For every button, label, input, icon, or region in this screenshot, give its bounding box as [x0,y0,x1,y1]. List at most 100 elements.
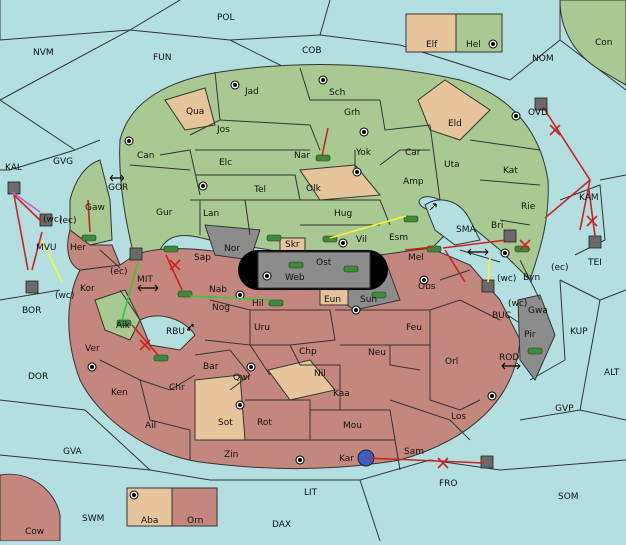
map-label: Kar [339,454,354,464]
map-label: (ec) [59,216,77,226]
map-label: KAL [5,163,22,173]
map-label: Sun [360,295,377,305]
map-label: Bar [203,362,219,372]
purple-order [11,191,41,213]
map-label: Car [405,148,421,158]
map-label: GVA [63,447,83,457]
map-label: Yok [355,148,372,158]
map-label: Jad [244,87,259,97]
coast-tags: (ec) (wc) (ec) (wc) (wc) (ec) (wc) [43,215,569,309]
map-label: Bri [491,221,503,231]
map-label: Chr [169,383,185,393]
failed-markers [139,124,598,469]
map-label: Vil [356,235,367,245]
supply-centers [87,39,521,500]
map-label: Ver [85,344,100,354]
map-label: Los [451,412,466,422]
map-label: Nog [212,303,230,313]
map-label: GVG [53,157,73,167]
map-label: GVP [555,404,574,414]
map-label: Orl [445,357,458,367]
map-label: BOR [22,306,41,316]
map-label: POL [217,13,235,23]
map-label: Skr [285,240,300,250]
map-label: Web [285,273,305,283]
map-label: RBU [166,327,185,337]
map-label: Nor [224,244,240,254]
map-label: Gwa [528,306,548,316]
map-label: Nar [294,151,310,161]
map-label: ROD [499,353,519,363]
army-units[interactable] [81,154,543,362]
map-label: Mel [408,253,424,263]
map-label: Ken [111,388,128,398]
map-label: Nil [314,369,326,379]
map-label: Rie [521,202,536,212]
map-label: SMA [456,225,476,235]
red-orders [13,106,596,464]
map-label: NVM [33,48,54,58]
fleet-units[interactable] [7,97,602,469]
map-label: Esm [389,233,408,243]
map-label: Cow [25,527,44,537]
map-label: Amp [403,177,424,187]
map-label: OVD [528,108,548,118]
map-label: Pir [524,330,536,340]
map-label: COB [302,46,322,56]
map-label: Kaa [333,389,350,399]
map-label: FRO [439,479,458,489]
map-label: GOR [108,183,128,193]
map-label: Neu [368,348,386,358]
map-label: Eld [448,119,462,129]
land-labels: Elf Hel Con Jad Sch Qua Jos Grh Eld Can … [25,38,613,537]
green-orders [121,261,271,321]
map-label: Jos [216,125,230,135]
map-label: Elf [426,40,438,50]
map-label: MIT [137,275,153,285]
map-label: (ec) [110,267,128,277]
map-label: Can [137,151,155,161]
map-label: Grh [344,108,360,118]
strait-arrows [109,174,521,370]
map-label: Her [70,243,86,253]
map-label: Nab [209,285,227,295]
map-label: (wc) [508,299,527,309]
map-label: (wc) [55,291,74,301]
map-label: (wc) [43,215,62,225]
map-label: Eun [324,295,341,305]
map-label: Gur [156,208,173,218]
map-label: Sap [194,253,211,263]
map-label: SOM [558,492,579,502]
map-label: NOM [532,54,554,64]
map-label: Elc [219,158,232,168]
map-label: Qwi [233,373,250,383]
map-label: Hel [466,40,481,50]
map-label: Hil [252,299,264,309]
map-label: DOR [28,372,48,382]
map-label: Uru [254,323,270,333]
map-label: Zin [224,450,238,460]
map-label: Feu [406,323,422,333]
map-label: BUC [492,311,511,321]
map-label: Rot [257,418,272,428]
map-label: Olk [306,184,322,194]
map-label: Mou [343,421,362,431]
map-label: (ec) [551,263,569,273]
map-label: Kat [503,166,518,176]
map-label: DAX [272,520,291,530]
map-label: Aik [116,321,131,331]
map-label: KAM [579,193,599,203]
map-label: Gaw [85,203,105,213]
map-label: KUP [570,327,588,337]
sea-labels: POL NVM FUN COB NOM GVG GOR KAL MVU BOR … [5,13,620,530]
map-label: Byn [523,273,540,283]
map-label: LIT [304,488,318,498]
map-label: Qua [186,107,204,117]
map-label: Con [595,38,613,48]
map-label: Lan [203,209,219,219]
map-label: Sam [404,447,424,457]
map-label: Uta [444,160,460,170]
map-label: Kor [80,284,95,294]
map-label: Ail [145,421,156,431]
